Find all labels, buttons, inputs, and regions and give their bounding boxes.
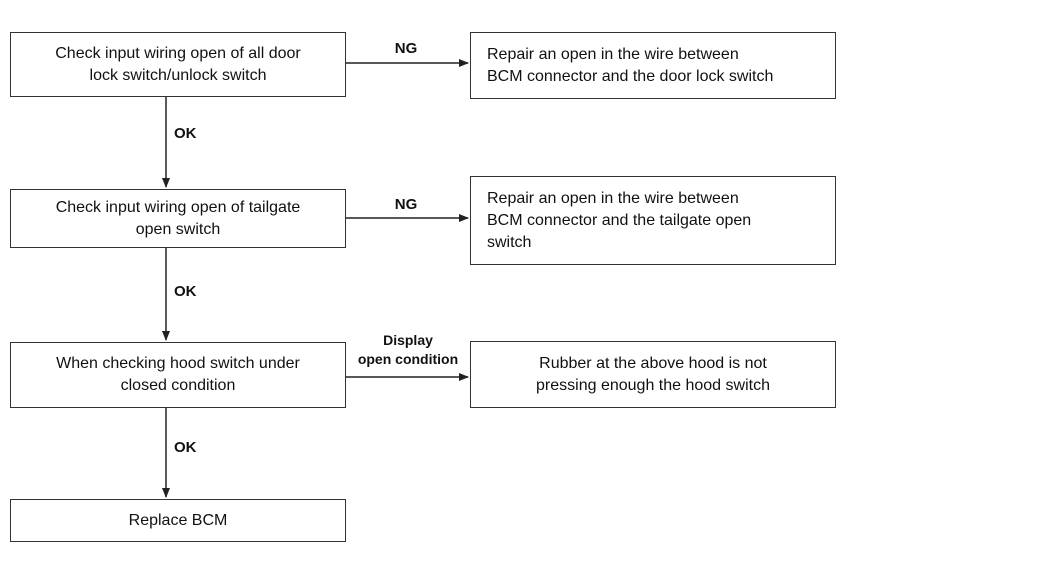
display-open-condition-label: Display open condition — [357, 332, 459, 367]
ng-label-1: NG — [394, 40, 418, 57]
step-box-tailgate: Check input wiring open of tailgate open… — [10, 189, 346, 248]
step-text-tailgate: Check input wiring open of tailgate open… — [55, 198, 301, 238]
result-box-tailgate: Repair an open in the wire between BCM c… — [470, 176, 836, 265]
result-text-tailgate: Repair an open in the wire between BCM c… — [487, 189, 752, 251]
ok-label-2: OK — [174, 283, 197, 300]
result-text-door-lock: Repair an open in the wire between BCM c… — [487, 45, 774, 85]
result-box-hood-rubber: Rubber at the above hood is not pressing… — [470, 341, 836, 408]
result-box-door-lock: Repair an open in the wire between BCM c… — [470, 32, 836, 99]
result-text-hood-rubber: Rubber at the above hood is not pressing… — [536, 354, 770, 394]
step-box-door-lock: Check input wiring open of all door lock… — [10, 32, 346, 97]
step-box-replace-bcm: Replace BCM — [10, 499, 346, 542]
ok-label-3: OK — [174, 439, 197, 456]
step-text-hood-switch: When checking hood switch under closed c… — [56, 355, 300, 394]
ok-label-1: OK — [174, 125, 197, 142]
step-box-hood-switch: When checking hood switch under closed c… — [10, 342, 346, 408]
step-text-door-lock: Check input wiring open of all door lock… — [55, 44, 301, 84]
step-text-replace-bcm: Replace BCM — [128, 511, 228, 529]
ng-label-2: NG — [394, 196, 418, 213]
